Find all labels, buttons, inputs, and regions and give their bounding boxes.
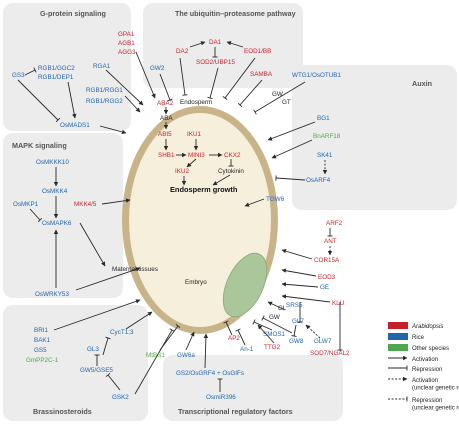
legend-repression: Repression: [412, 367, 442, 373]
gene-arf2: ARF2: [326, 220, 343, 227]
gene-sod2: SOD2/UBP15: [196, 59, 235, 66]
panel-brassinosteroids: [3, 305, 148, 421]
legend-arabidopsis: Arabidopsis: [411, 324, 443, 330]
gene-osmads1: OsMADS1: [60, 122, 90, 129]
label-gw-b: GW: [269, 314, 280, 321]
title-transcriptional: Transcriptional regulatory factors: [178, 407, 293, 416]
gene-mtbs1: MtBS1: [146, 352, 165, 359]
gene-rgb1-ggc2: RGB1/GGC2: [38, 65, 75, 72]
gene-gs2: GS2/OsGRF4 + OsGIFs: [176, 370, 244, 377]
gene-cytokinin: Cytokinin: [218, 168, 244, 175]
gene-agg3: AGG3: [118, 49, 136, 56]
gene-wtg1: WTG1/OsOTUB1: [292, 72, 341, 79]
gene-ttg2: TTG2: [264, 344, 281, 351]
label-gw: GW: [272, 91, 283, 98]
gene-iku1: IKU1: [187, 131, 201, 138]
legend-swatch-rice: [388, 333, 408, 340]
gene-eod1: EOD1/BB: [244, 48, 271, 55]
gene-osmkk4: OsMKK4: [42, 188, 68, 195]
gene-cor15a: COR15A: [314, 257, 340, 264]
gene-agb1: AGB1: [118, 40, 135, 47]
title-g-protein: G-protein signaling: [40, 9, 106, 18]
gene-ant: ANT: [324, 238, 337, 245]
gene-rga1: RGA1: [93, 63, 111, 70]
label-embryo: Embryo: [185, 279, 207, 286]
panel-ubiquitin: [143, 3, 303, 88]
legend-activation-unclear-text: Activation: [412, 378, 438, 384]
legend: Arabidopsis Rice Other species Activatio…: [388, 322, 459, 412]
gene-osarf4: OsARF4: [306, 177, 331, 184]
label-endosperm-growth: Endosperm growth: [170, 185, 238, 194]
gene-smos1: SMOS1: [263, 331, 286, 338]
gene-osmkkk10: OsMKKK10: [36, 159, 69, 166]
gene-mkk45: MKK4/5: [74, 201, 97, 208]
title-ubiquitin: The ubiquitin–proteasome pathway: [175, 9, 296, 18]
panel-auxin: [292, 65, 457, 210]
gene-aba2: ABA2: [157, 100, 174, 107]
panel-transcriptional: [163, 355, 343, 421]
gene-gpa1: GPA1: [118, 31, 135, 38]
legend-activation-unclear: Activation (unclear genetic relationship…: [412, 378, 459, 392]
label-endosperm: Endosperm: [180, 99, 212, 106]
gene-bak1: BAK1: [34, 337, 51, 344]
gene-aba: ABA: [160, 115, 173, 122]
panel-g-protein: [3, 3, 131, 131]
gene-gl7: GL7: [292, 318, 304, 325]
gene-srs5: SRS5: [286, 302, 303, 309]
gene-bg1: BG1: [317, 115, 330, 122]
gene-gw5: GW5/GSE5: [80, 367, 113, 374]
label-gt: GT: [282, 99, 291, 106]
gene-gw2: GW2: [150, 65, 165, 72]
gene-rgb1-rgg2: RGB1/RGG2: [86, 98, 123, 105]
gene-gsk2: GSK2: [112, 394, 129, 401]
legend-swatch-arabidopsis: [388, 322, 408, 329]
gene-osmir396: OsmiR396: [206, 394, 236, 401]
gene-da1: DA1: [209, 39, 222, 46]
gene-eod3: EOD3: [318, 274, 336, 281]
gene-sod7: SOD7/NGAL2: [310, 350, 350, 357]
legend-rice: Rice: [412, 335, 425, 341]
gene-sk41: SK41: [317, 152, 333, 159]
gene-ge: GE: [320, 284, 329, 291]
gene-tgw6: TGW6: [266, 196, 285, 203]
gene-gl3: GL3: [87, 346, 99, 353]
gene-glw7: GLW7: [314, 338, 332, 345]
gene-ap2: AP2: [228, 335, 240, 342]
gene-mini3: MINI3: [188, 152, 205, 159]
gene-osmkp1: OsMKP1: [13, 201, 39, 208]
gene-an1: An-1: [240, 346, 254, 353]
embryo: [222, 252, 268, 318]
legend-swatch-other: [388, 344, 408, 351]
gene-iku2: IKU2: [175, 168, 189, 175]
title-mapk: MAPK signaling: [12, 141, 67, 150]
legend-other: Other species: [412, 346, 449, 352]
legend-repression-unclear-text: Repression: [412, 398, 442, 404]
gene-bri1: BRI1: [34, 327, 48, 334]
gene-abi5: ABI5: [158, 131, 172, 138]
legend-activation: Activation: [412, 357, 438, 363]
gene-gs3: GS3: [12, 72, 25, 79]
gene-oswrky53: OsWRKY53: [35, 291, 69, 298]
gene-ckx2: CKX2: [224, 152, 241, 159]
gene-cyct13: CycT1;3: [110, 329, 134, 336]
title-brassinosteroids: Brassinosteroids: [33, 407, 92, 416]
gene-gw6a: GW6a: [177, 352, 195, 359]
gene-gs5a: GS5: [34, 347, 47, 354]
gene-shb1: SHB1: [158, 152, 175, 159]
gene-bnarf18: BnARF18: [313, 133, 341, 140]
legend-repression-unclear: Repression (unclear genetic relationship…: [412, 398, 459, 412]
gene-rgb1-dep1: RGB1/DEP1: [38, 74, 74, 81]
gene-osmapk6: OsMAPK6: [42, 220, 72, 227]
panel-mapk: [3, 133, 123, 298]
gene-gw8: GW8: [289, 338, 304, 345]
gene-rgb1-rgg1: RGB1/RGG1: [86, 87, 123, 94]
title-auxin: Auxin: [412, 79, 432, 88]
gene-klu: KLU: [332, 300, 345, 307]
gene-samba: SAMBA: [250, 71, 273, 78]
gene-gmpp2c: GmPP2C-1: [26, 357, 59, 364]
gene-da2: DA2: [176, 48, 189, 55]
